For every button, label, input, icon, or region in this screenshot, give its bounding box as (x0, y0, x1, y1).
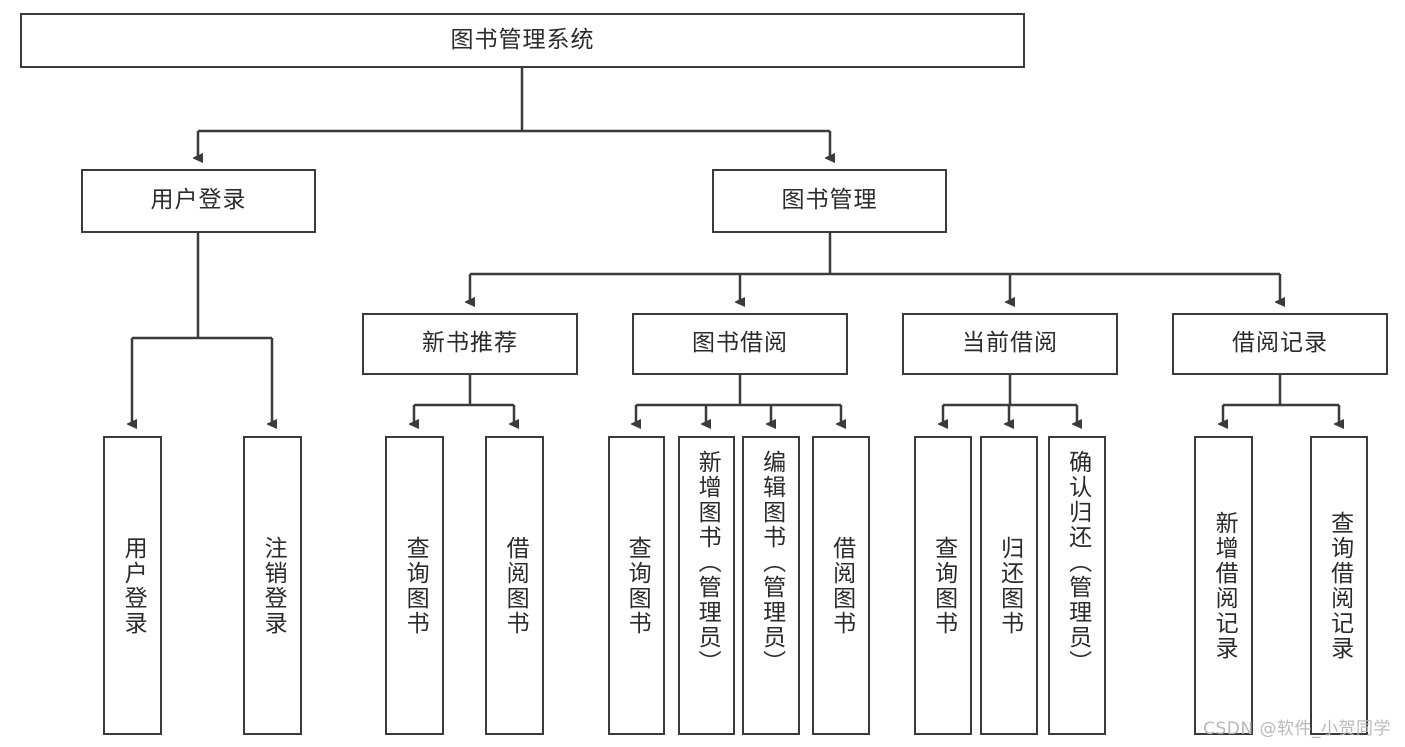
leaf-label: 归还图书 (996, 535, 1023, 636)
leaf-current-borrow-query[interactable]: 查询图书 (914, 436, 972, 735)
node-user-login[interactable]: 用户登录 (81, 169, 316, 233)
leaf-user-login-logout[interactable]: 注销登录 (243, 436, 302, 735)
node-root[interactable]: 图书管理系统 (20, 13, 1025, 68)
leaf-label: 查询图书 (930, 535, 957, 636)
leaf-book-borrow-borrow[interactable]: 借阅图书 (812, 436, 870, 735)
csdn-watermark: CSDN @软件_小贺同学 (1203, 719, 1391, 739)
leaf-label: 借阅图书 (828, 535, 855, 636)
node-book-borrow[interactable]: 图书借阅 (632, 313, 848, 375)
leaf-label: 查询图书 (402, 535, 429, 636)
node-current-borrow[interactable]: 当前借阅 (902, 313, 1118, 375)
leaf-label: 查询借阅记录 (1326, 510, 1353, 661)
leaf-label: 编辑图书（管理员） (758, 450, 785, 675)
leaf-borrow-record-add[interactable]: 新增借阅记录 (1194, 436, 1253, 735)
node-root-label: 图书管理系统 (450, 26, 595, 53)
leaf-label: 借阅图书 (502, 535, 529, 636)
leaf-label: 用户登录 (120, 535, 147, 636)
leaf-label: 查询图书 (624, 535, 651, 636)
leaf-label: 新增借阅记录 (1211, 510, 1238, 661)
leaf-new-book-query[interactable]: 查询图书 (385, 436, 444, 735)
node-new-book-recommend[interactable]: 新书推荐 (362, 313, 578, 375)
node-new-book-recommend-label: 新书推荐 (422, 330, 518, 357)
leaf-book-borrow-add[interactable]: 新增图书（管理员） (678, 436, 735, 735)
leaf-book-borrow-query[interactable]: 查询图书 (608, 436, 665, 735)
leaf-new-book-borrow[interactable]: 借阅图书 (485, 436, 544, 735)
leaf-label: 确认归还（管理员） (1064, 450, 1091, 675)
node-book-management[interactable]: 图书管理 (712, 169, 947, 233)
node-borrow-record[interactable]: 借阅记录 (1172, 313, 1388, 375)
node-book-management-label: 图书管理 (781, 187, 878, 214)
node-user-login-label: 用户登录 (150, 187, 247, 214)
leaf-user-login-login[interactable]: 用户登录 (103, 436, 162, 735)
node-book-borrow-label: 图书借阅 (692, 330, 788, 357)
leaf-borrow-record-query[interactable]: 查询借阅记录 (1310, 436, 1368, 735)
leaf-book-borrow-edit[interactable]: 编辑图书（管理员） (742, 436, 800, 735)
leaf-current-borrow-return[interactable]: 归还图书 (980, 436, 1038, 735)
node-current-borrow-label: 当前借阅 (962, 330, 1058, 357)
node-borrow-record-label: 借阅记录 (1232, 330, 1328, 357)
leaf-current-borrow-confirm-return[interactable]: 确认归还（管理员） (1048, 436, 1106, 735)
leaf-label: 注销登录 (260, 535, 287, 636)
leaf-label: 新增图书（管理员） (694, 450, 721, 675)
